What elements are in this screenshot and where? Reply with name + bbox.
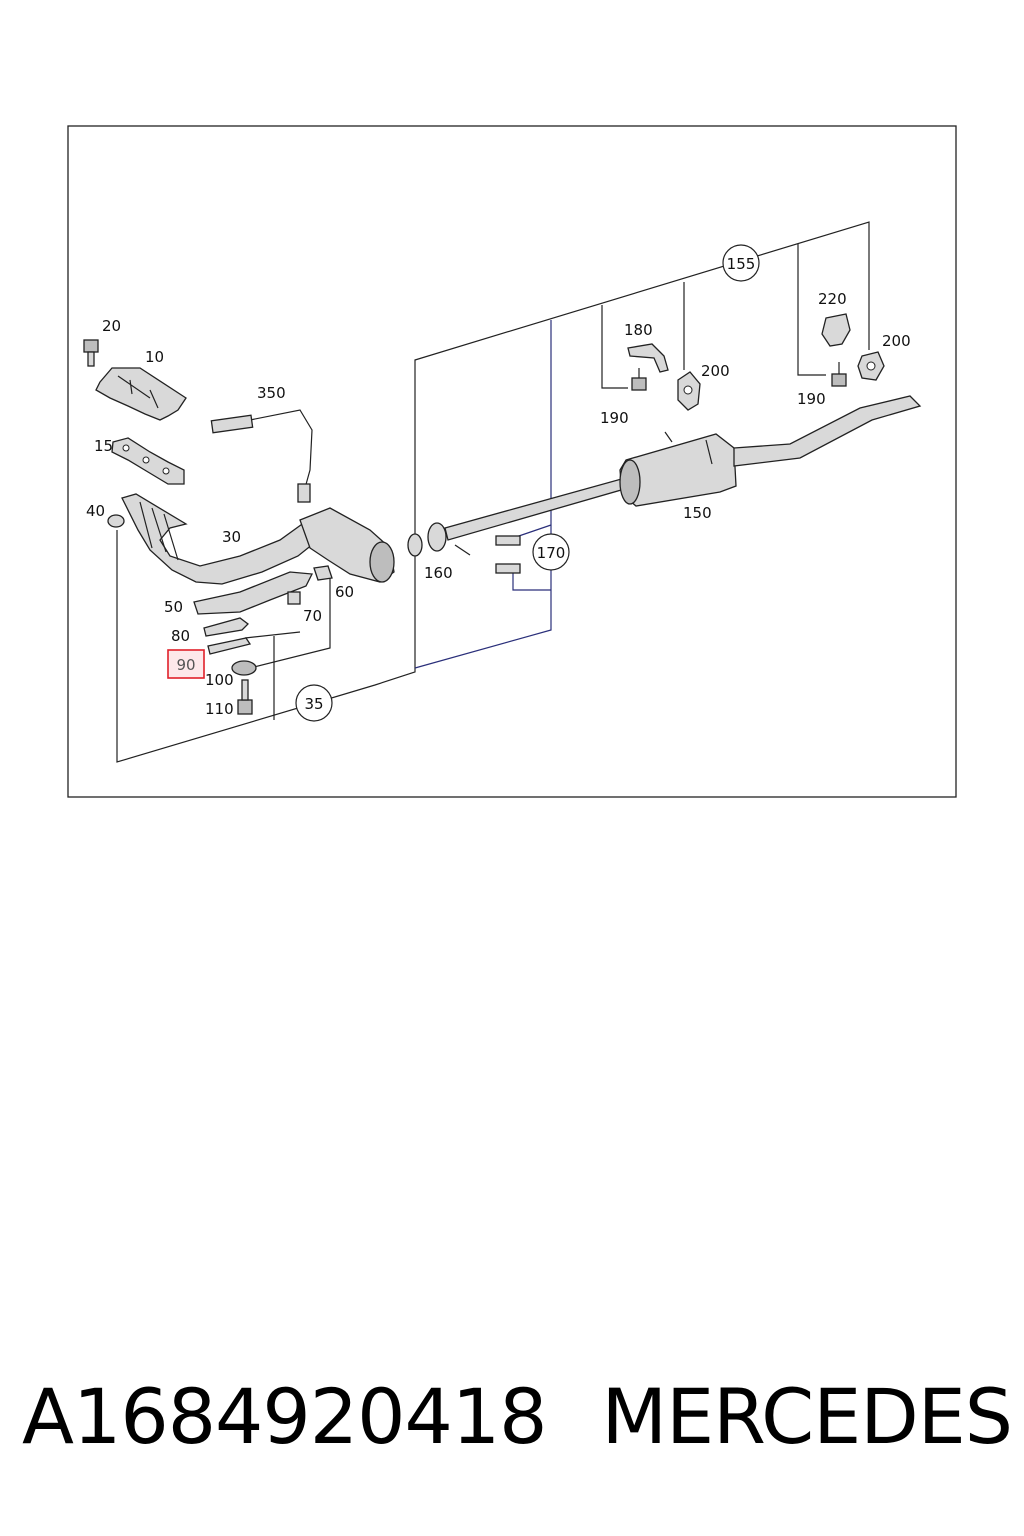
label-60: 60 <box>335 583 354 601</box>
heat-shield-detail <box>117 375 159 409</box>
stud-170a <box>495 535 521 546</box>
intermediate-pipe <box>444 477 629 541</box>
label-40: 40 <box>86 502 105 520</box>
label-150: 150 <box>683 504 712 522</box>
gasket-160 <box>407 533 423 557</box>
label-220: 220 <box>818 290 847 308</box>
bushing-100 <box>231 660 257 676</box>
label-350: 350 <box>257 384 286 402</box>
support-bracket-50 <box>193 571 314 615</box>
hanger-220 <box>821 313 851 347</box>
screw-190b <box>831 373 847 387</box>
sensor-plug <box>210 414 254 434</box>
group-line-170 <box>414 320 552 669</box>
diagram-frame <box>67 125 957 798</box>
leader-160 <box>454 544 471 556</box>
callout-155-circle <box>722 244 760 282</box>
washer-40 <box>107 514 125 528</box>
label-20: 20 <box>102 317 121 335</box>
highlight-box-90 <box>167 649 205 679</box>
stud-170b <box>495 563 521 574</box>
bolt-20-shank <box>87 351 95 367</box>
label-190b: 190 <box>797 390 826 408</box>
label-200b: 200 <box>882 332 911 350</box>
pipe-flange <box>427 522 447 552</box>
label-190a: 190 <box>600 409 629 427</box>
label-50: 50 <box>164 598 183 616</box>
bracket-170-bot <box>512 570 551 591</box>
callout-170: 170 <box>537 544 566 562</box>
bolt-90 <box>207 637 252 655</box>
label-100: 100 <box>205 671 234 689</box>
label-30: 30 <box>222 528 241 546</box>
brand-name: MERCEDES <box>601 1372 1013 1461</box>
hanger-180 <box>627 343 669 373</box>
heat-shield-bracket <box>95 367 187 421</box>
link-80 <box>203 617 249 637</box>
callout-170-circle <box>532 533 570 571</box>
screw-110 <box>237 699 253 715</box>
callout-35: 35 <box>304 695 323 713</box>
group-line-155a <box>601 305 628 389</box>
label-180: 180 <box>624 321 653 339</box>
oxygen-sensor <box>249 409 313 489</box>
leader-60 <box>249 575 331 669</box>
part-number: A1684920418 <box>22 1372 548 1461</box>
label-70: 70 <box>303 607 322 625</box>
sensor-tip <box>297 483 311 503</box>
bolt-20 <box>83 339 99 353</box>
footer-caption: A1684920418 MERCEDES <box>22 1372 1013 1461</box>
tail-pipe <box>733 395 922 467</box>
label-160: 160 <box>424 564 453 582</box>
label-10: 10 <box>145 348 164 366</box>
callout-35-circle <box>295 684 333 722</box>
label-90: 90 <box>176 656 195 674</box>
clip-60 <box>313 565 333 581</box>
group-line-35 <box>116 221 870 763</box>
bolt-70 <box>287 591 301 605</box>
exhaust-manifold <box>121 493 319 585</box>
label-15: 15 <box>94 437 113 455</box>
screw-190a <box>631 377 647 391</box>
leader-70 <box>244 631 301 639</box>
label-80: 80 <box>171 627 190 645</box>
exhaust-system-diagram: 20 10 350 15 40 30 60 50 70 80 100 110 1… <box>67 125 957 798</box>
callout-155: 155 <box>727 255 756 273</box>
label-110: 110 <box>205 700 234 718</box>
group-line-155c <box>797 244 826 376</box>
label-200a: 200 <box>701 362 730 380</box>
